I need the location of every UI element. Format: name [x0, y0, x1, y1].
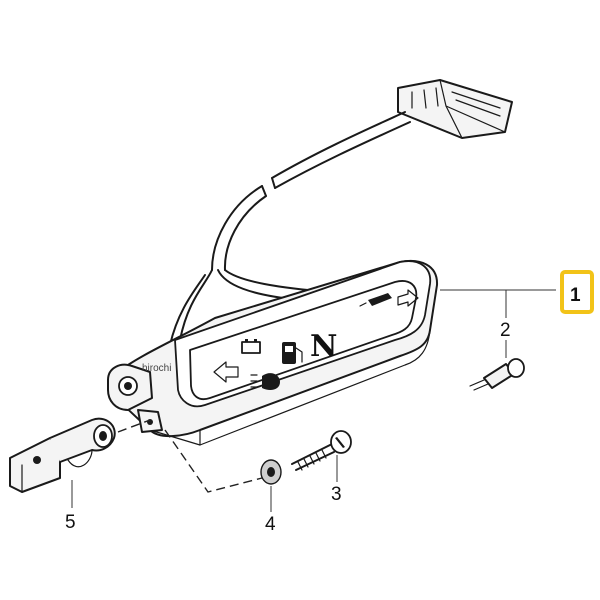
- high-beam-icon: [250, 373, 280, 390]
- callout-2: 2: [500, 320, 511, 341]
- callout-3: 3: [331, 484, 342, 505]
- callout-highlight-box: [560, 270, 594, 314]
- callout-leaders: [71, 289, 556, 512]
- indicator-symbols: N: [213, 289, 419, 390]
- mounting-bracket: [9, 417, 116, 493]
- washer-leader-dashed: [164, 429, 263, 493]
- watermark-text: hirochi: [142, 363, 171, 374]
- turn-left-arrow-icon: [213, 361, 239, 383]
- wire-connector-plug: [397, 79, 513, 139]
- callout-5: 5: [65, 512, 76, 533]
- bulb: [469, 358, 525, 391]
- neutral-indicator-letter: N: [310, 329, 337, 364]
- oil-can-icon: [359, 293, 392, 307]
- callout-4: 4: [265, 514, 276, 535]
- battery-icon: [241, 339, 261, 354]
- callout-1: 1: [570, 285, 581, 306]
- bracket-leader-dashed: [117, 419, 151, 433]
- turn-right-arrow-icon: [397, 289, 419, 307]
- mounting-screw: [291, 430, 352, 471]
- fuel-pump-icon: [282, 342, 303, 364]
- indicator-housing: [107, 260, 439, 446]
- washer-nut: [260, 459, 282, 485]
